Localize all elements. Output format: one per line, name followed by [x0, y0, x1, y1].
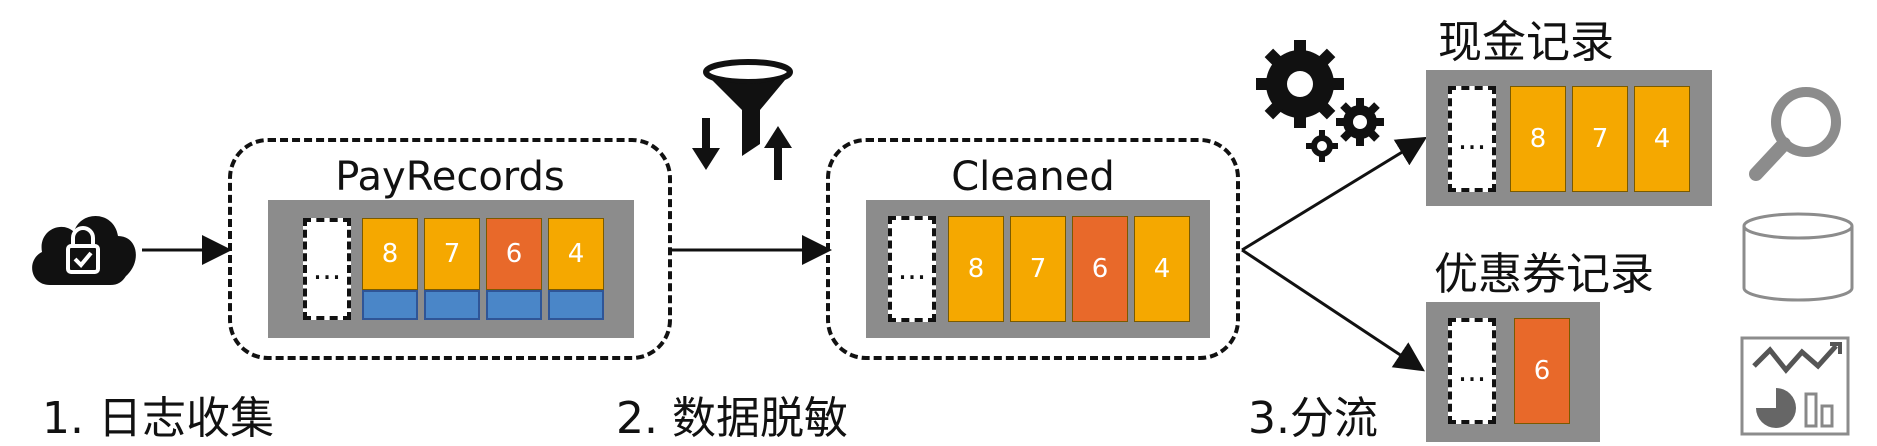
record-value: 6 — [486, 218, 542, 290]
ellipsis-text: ... — [1457, 121, 1487, 157]
cash-records-title: 现金记录 — [1438, 17, 1614, 68]
ellipsis-cell: ... — [888, 216, 936, 322]
ellipsis-cell: ... — [303, 218, 351, 320]
ellipsis-text: ... — [1457, 353, 1487, 389]
record-metadata-bar — [548, 290, 604, 320]
record-metadata-bar — [362, 290, 418, 320]
arrow-cleaned-to-cash — [1241, 136, 1428, 252]
record-cell: 8 — [362, 218, 418, 320]
record-value: 4 — [548, 218, 604, 290]
funnel-icon — [688, 59, 808, 186]
analytics-icon — [1740, 336, 1850, 436]
ellipsis-cell: ... — [1448, 86, 1496, 192]
cash-records-queue: ... 8 7 4 — [1426, 70, 1712, 206]
record-value: 4 — [1634, 86, 1690, 192]
payrecords-title: PayRecords — [335, 154, 565, 200]
step-3-label: 3.分流 — [1248, 393, 1378, 444]
record-value: 8 — [362, 218, 418, 290]
arrow-cleaned-to-coupon — [1241, 248, 1426, 372]
record-value: 6 — [1072, 216, 1128, 322]
ellipsis-text: ... — [897, 251, 927, 287]
cloud-lock-icon — [22, 190, 144, 300]
record-value: 6 — [1514, 318, 1570, 424]
payrecords-queue: ... 8 7 6 4 — [268, 200, 634, 338]
record-metadata-bar — [424, 290, 480, 320]
step-1-label: 1. 日志收集 — [42, 393, 274, 444]
ellipsis-cell: ... — [1448, 318, 1496, 424]
cleaned-group: Cleaned — [826, 138, 1240, 360]
step-2-label: 2. 数据脱敏 — [616, 393, 848, 444]
record-value: 7 — [1010, 216, 1066, 322]
ellipsis-text: ... — [312, 251, 342, 287]
gears-icon — [1250, 34, 1390, 164]
coupon-records-queue: ... 6 — [1426, 302, 1600, 442]
record-cell: 4 — [548, 218, 604, 320]
cleaned-title: Cleaned — [951, 154, 1115, 200]
record-cell: 6 — [486, 218, 542, 320]
record-value: 8 — [948, 216, 1004, 322]
record-cell: 7 — [424, 218, 480, 320]
record-value: 7 — [1572, 86, 1628, 192]
database-icon — [1740, 212, 1856, 304]
search-icon — [1746, 84, 1846, 184]
record-metadata-bar — [486, 290, 542, 320]
payrecords-group: PayRecords — [228, 138, 672, 360]
record-value: 8 — [1510, 86, 1566, 192]
record-value: 7 — [424, 218, 480, 290]
coupon-records-title: 优惠券记录 — [1434, 249, 1654, 300]
cleaned-queue: ... 8 7 6 4 — [866, 200, 1210, 338]
record-value: 4 — [1134, 216, 1190, 322]
